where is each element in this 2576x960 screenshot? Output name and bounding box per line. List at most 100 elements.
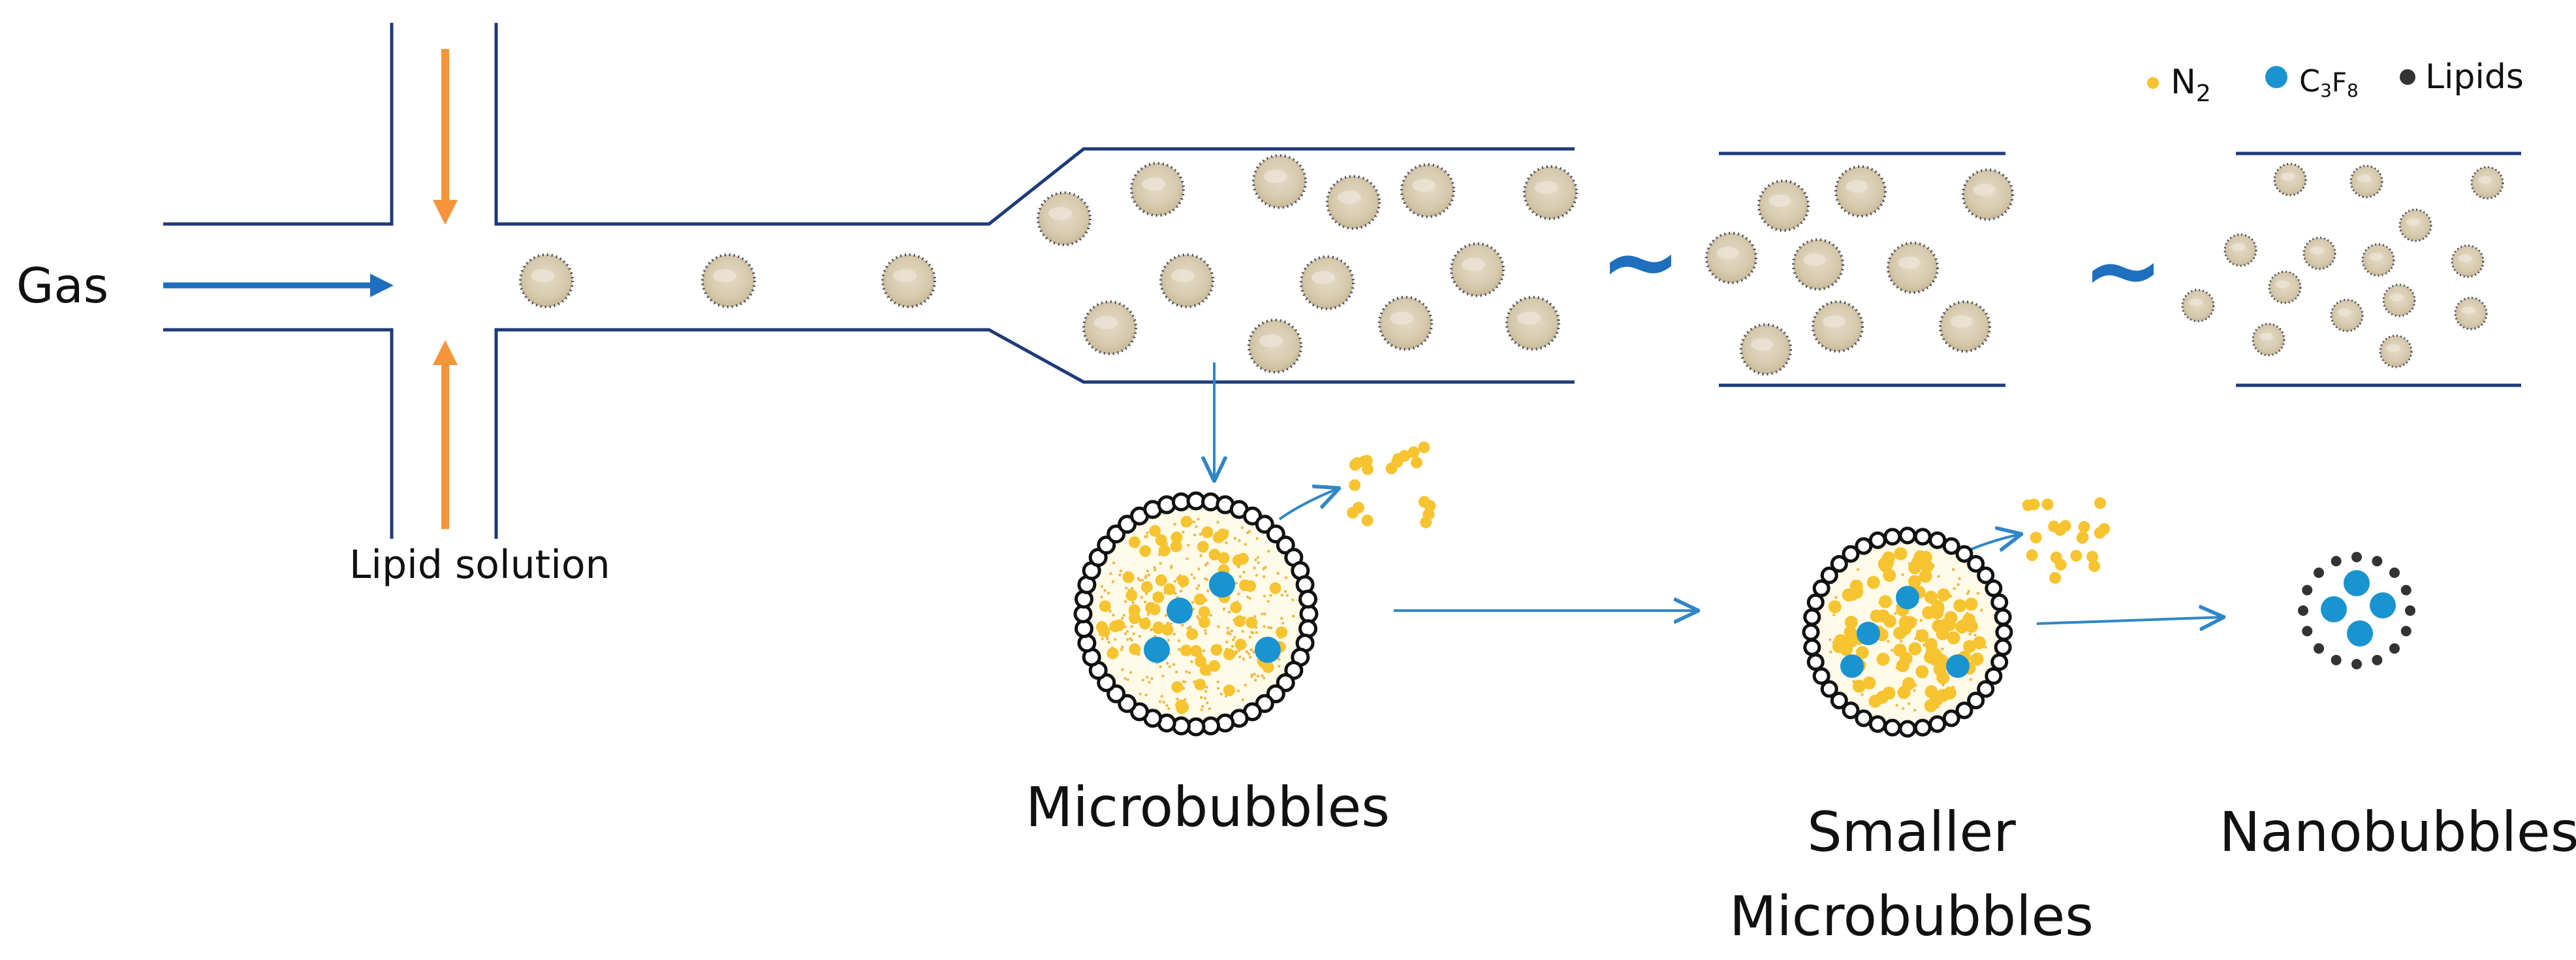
n2-speckle (1170, 564, 1173, 568)
n2-speckle (1141, 679, 1145, 682)
n2-molecule (1276, 626, 1288, 639)
n2-molecule (1223, 648, 1235, 660)
n2-speckle (1197, 567, 1201, 571)
nanobubbles-label: Nanobubbles (2220, 800, 2576, 864)
n2-speckle (1144, 592, 1148, 596)
n2-speckle (1146, 531, 1149, 535)
lipid-molecule (2298, 605, 2308, 616)
n2-molecule (1152, 591, 1165, 603)
n2-speckle (1119, 569, 1123, 573)
escaping-n2-molecule (2094, 527, 2106, 539)
n2-speckle (1255, 537, 1259, 540)
n2-molecule (1201, 526, 1214, 539)
n2-speckle (1131, 601, 1135, 604)
channel-bubble (2181, 289, 2215, 323)
channel-bubble (1834, 165, 1887, 217)
n2-molecule (1943, 686, 1956, 700)
n2-speckle (1204, 629, 1207, 632)
n2-speckle (1125, 637, 1129, 641)
n2-molecule (1230, 601, 1242, 614)
n2-speckle (1112, 613, 1115, 617)
tilde-1: ~ (1599, 205, 1682, 319)
n2-molecule (1099, 600, 1111, 613)
c3f8-molecule (2370, 592, 2396, 618)
n2-speckle (1202, 649, 1206, 652)
n2-molecule (1931, 600, 1945, 613)
n2-speckle (1941, 683, 1945, 686)
lipid-ring (1802, 623, 1820, 641)
lipid-molecule (2302, 626, 2313, 637)
escaping-n2-molecule (2030, 532, 2042, 544)
channel-bubble (1887, 242, 1939, 294)
n2-speckle (1256, 556, 1260, 559)
n2-speckle (1229, 632, 1232, 636)
lipid-molecule (2314, 568, 2325, 579)
lipid-ring (1967, 692, 1985, 710)
n2-molecule (1899, 652, 1913, 665)
n2-speckle (1123, 677, 1127, 680)
n2-speckle (1206, 701, 1209, 705)
n2-molecule (1155, 574, 1167, 586)
escaping-n2-molecule (2028, 498, 2040, 511)
channel-bubble (1130, 162, 1185, 217)
lipid-molecule (2389, 643, 2400, 654)
n2-speckle (1901, 573, 1904, 577)
n2-speckle (1264, 566, 1267, 569)
n2-speckle (1956, 583, 1960, 586)
n2-speckle (1241, 630, 1244, 633)
n2-molecule (1208, 549, 1221, 561)
escaping-n2-molecule (2086, 551, 2099, 563)
n2-speckle (1238, 539, 1241, 542)
n2-molecule (1882, 686, 1896, 700)
n2-speckle (1984, 645, 1987, 649)
n2-molecule (1973, 636, 1987, 650)
n2-speckle (1968, 632, 1971, 636)
n2-molecule (1190, 645, 1202, 657)
escaping-n2-molecule (2077, 531, 2089, 543)
n2-speckle (1187, 671, 1191, 675)
n2-speckle (1253, 566, 1256, 569)
n2-molecule (1913, 550, 1927, 564)
n2-speckle (1269, 594, 1272, 598)
smaller-microbubbles-label: Microbubbles (1729, 884, 2094, 948)
n2-molecule (1922, 606, 1936, 620)
lipid-ring (1942, 537, 1960, 555)
n2-molecule (1944, 611, 1958, 624)
n2-molecule (1155, 534, 1167, 547)
n2-speckle (1861, 693, 1864, 696)
n2-speckle (1138, 635, 1142, 638)
n2-speckle (1206, 589, 1210, 593)
c3f8-molecule (1209, 571, 1235, 598)
lipid-ring (1928, 531, 1947, 549)
n2-speckle (1252, 650, 1255, 654)
lipid-ring (1812, 579, 1830, 598)
n2-molecule (1924, 590, 1938, 604)
channel-bubble (1037, 191, 1092, 246)
channel-bubble (2451, 244, 2485, 278)
n2-speckle (1244, 683, 1247, 687)
n2-speckle (1230, 629, 1234, 633)
n2-molecule (1850, 585, 1864, 599)
n2-speckle (1907, 702, 1911, 705)
n2-molecule (1223, 684, 1235, 697)
n2-speckle (1236, 689, 1240, 693)
escaping-n2-molecule (1410, 456, 1422, 469)
n2-speckle (1276, 571, 1280, 575)
n2-speckle (1125, 586, 1128, 590)
n2-molecule (1171, 681, 1184, 694)
n2-speckle (1281, 621, 1285, 625)
lipid-ring (1842, 545, 1860, 563)
n2-molecule (1234, 638, 1247, 650)
n2-molecule (1140, 581, 1153, 593)
escaping-n2-molecule (1347, 507, 1359, 519)
n2-speckle (1255, 631, 1258, 634)
n2-speckle (1913, 709, 1917, 712)
channel-bubble (1252, 154, 1307, 209)
n2-speckle (1238, 575, 1242, 578)
n2-speckle (1253, 615, 1257, 618)
tilde-2: ~ (2082, 214, 2164, 327)
n2-speckle (1129, 671, 1133, 674)
legend-n2-label: N2 (2171, 63, 2211, 107)
n2-speckle (1193, 533, 1197, 537)
escaping-n2-molecule (1385, 462, 1398, 475)
